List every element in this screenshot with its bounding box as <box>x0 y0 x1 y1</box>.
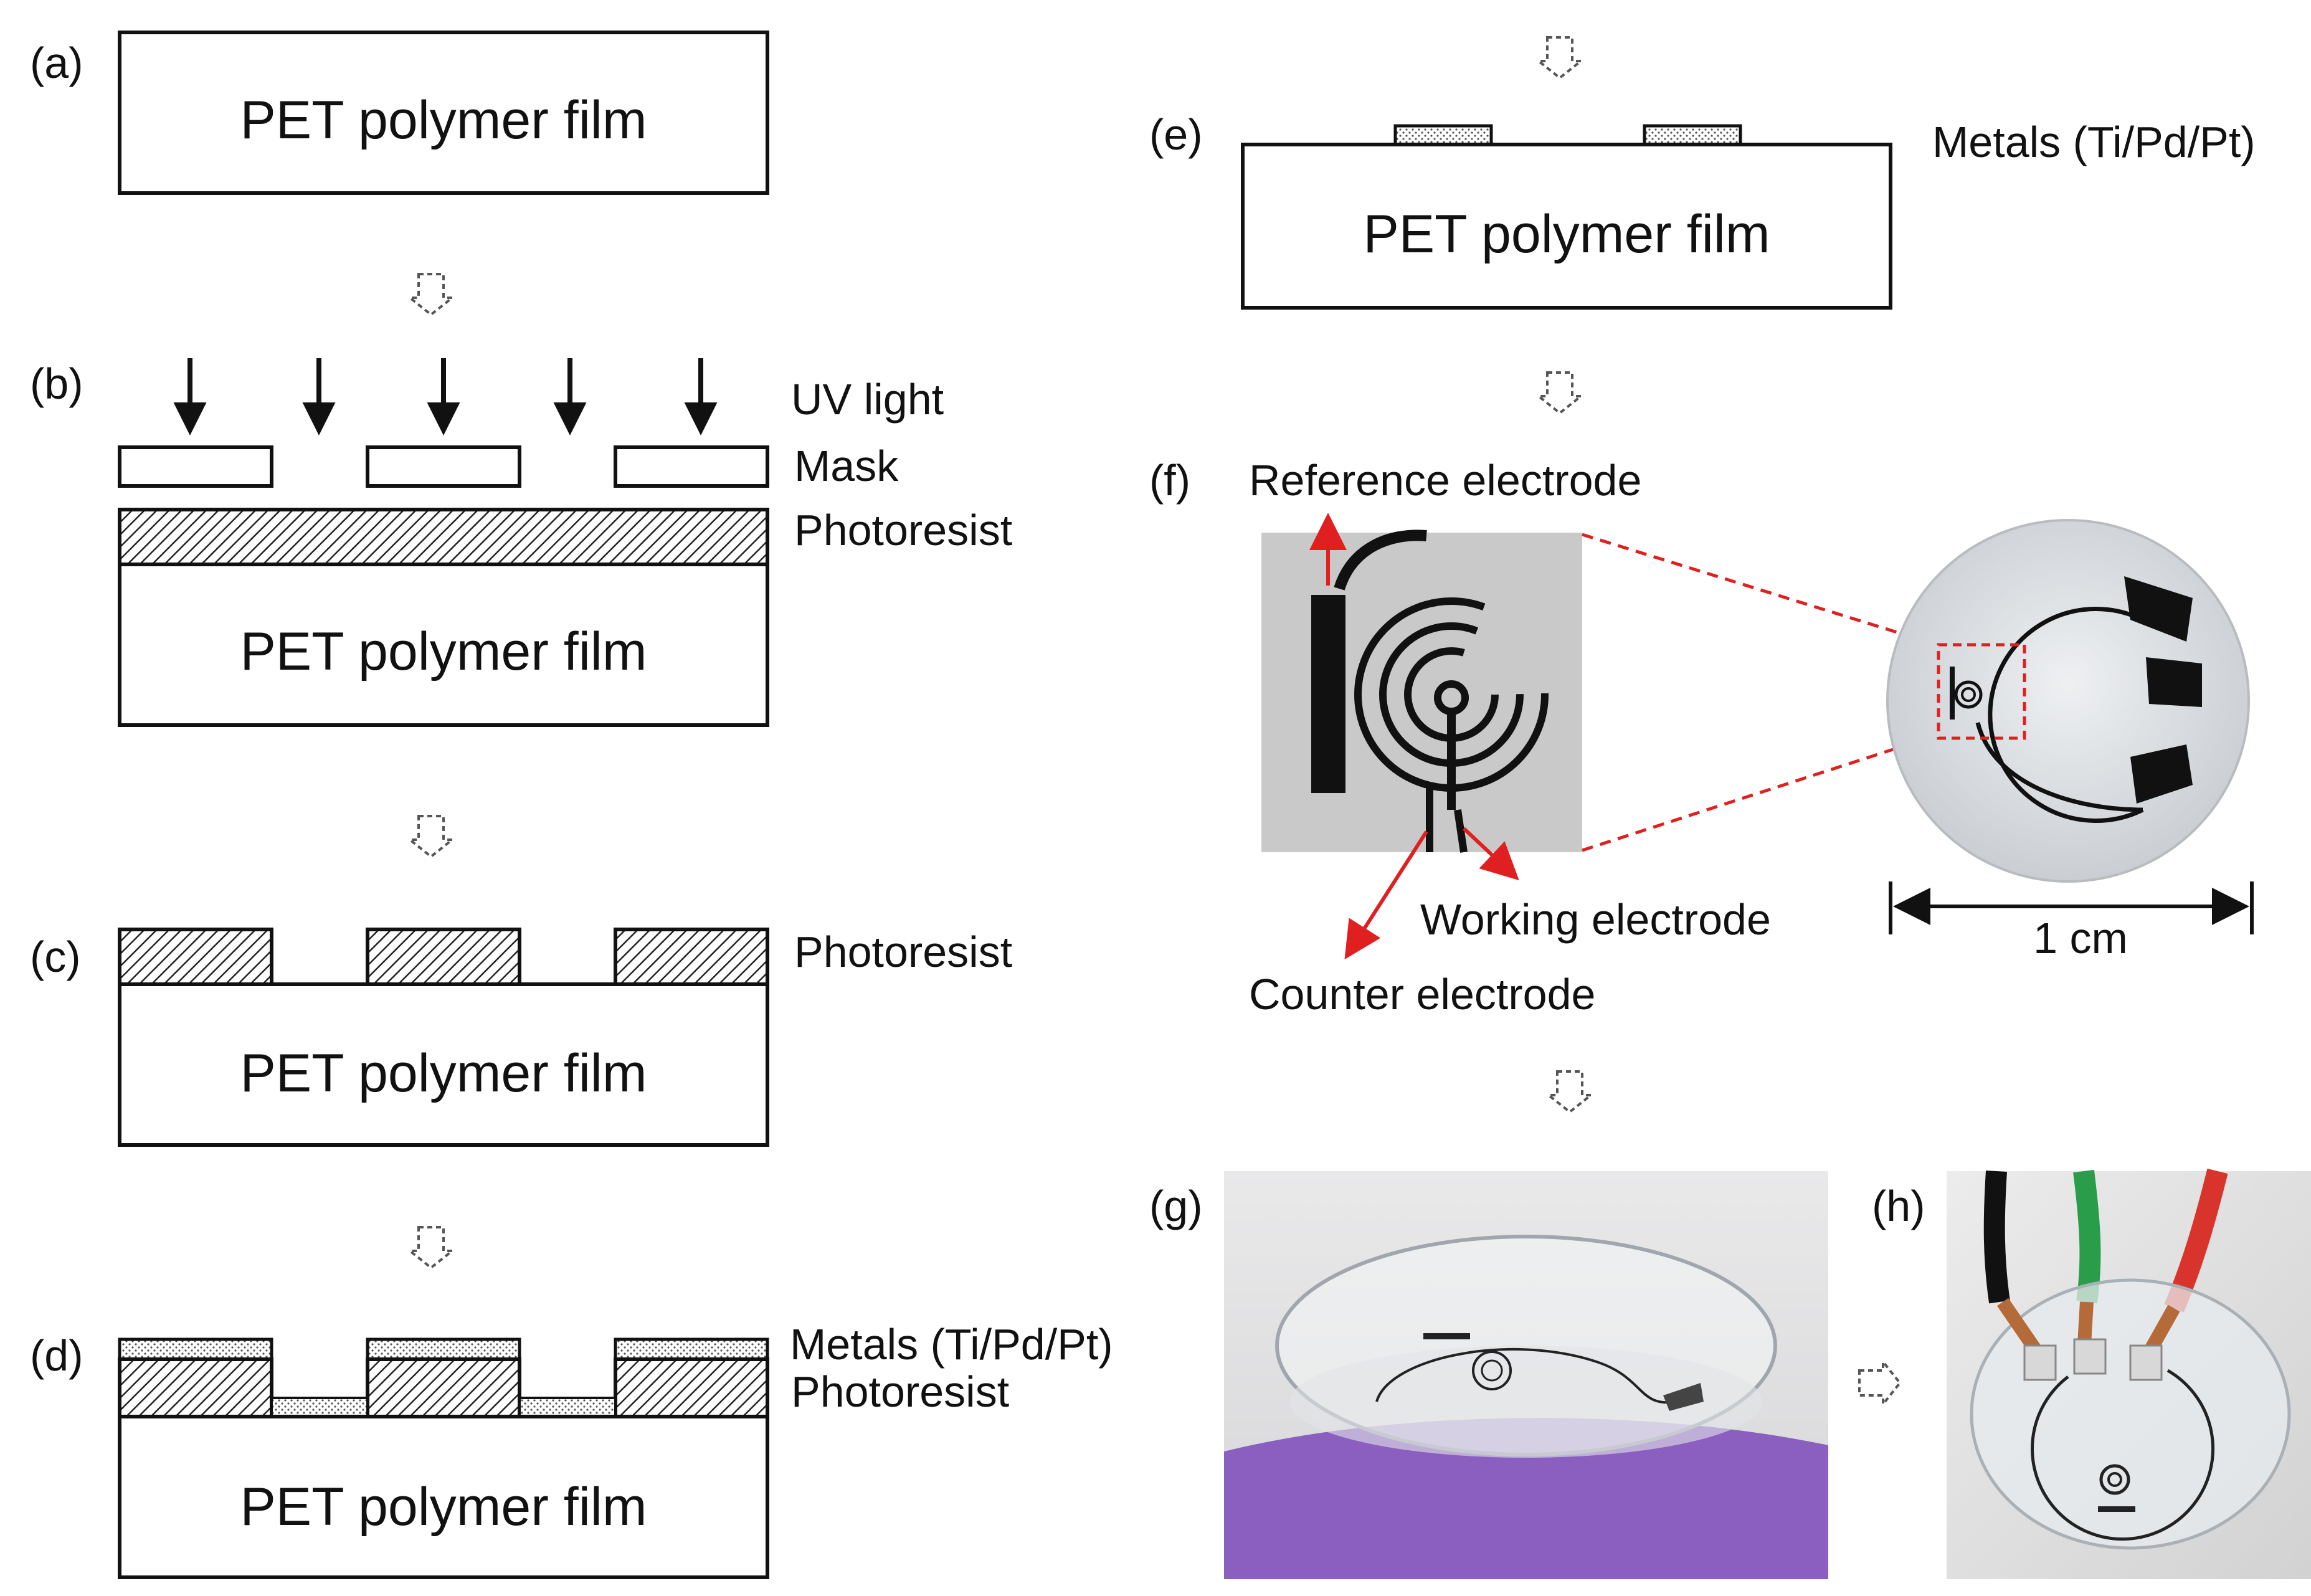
process-arrow-4 <box>1535 36 1585 80</box>
metals-label-e: Metals (Ti/Pd/Pt) <box>1932 118 2256 166</box>
pet-film-e-label: PET polymer film <box>1363 204 1770 264</box>
panel-a-label: (a) <box>30 39 83 87</box>
working-arrow <box>1462 827 1519 881</box>
panel-d-label: (d) <box>30 1331 83 1380</box>
counter-electrode-label: Counter electrode <box>1249 970 1595 1019</box>
photoresist-pattern-c <box>118 928 769 986</box>
photoresist-label-c: Photoresist <box>794 928 1012 976</box>
panel-c: (c) Photoresist PET polymer film <box>30 928 1012 1147</box>
panel-a: (a) PET polymer film <box>30 31 769 195</box>
panel-b: (b) UV light Mask Photoresist PET polyme… <box>30 358 1012 727</box>
uv-arrows <box>173 358 718 435</box>
pet-film-d <box>118 1415 769 1579</box>
pet-film-a-label: PET polymer film <box>240 90 647 150</box>
reference-electrode-label: Reference electrode <box>1249 456 1641 505</box>
panel-h-label: (h) <box>1872 1182 1925 1230</box>
panel-b-label: (b) <box>30 359 83 408</box>
process-arrow-1 <box>406 273 456 316</box>
panel-f: (f) Reference electrode Working electrod… <box>1149 456 2254 1019</box>
panel-c-label: (c) <box>30 933 81 981</box>
photoresist-layer-b <box>118 508 769 566</box>
panel-h: (h) <box>1872 1168 2311 1579</box>
panel-g: (g) <box>1149 1171 1828 1579</box>
panel-e-label: (e) <box>1149 110 1203 159</box>
pet-film-e <box>1241 143 1892 310</box>
panel-g-label: (g) <box>1149 1182 1203 1230</box>
working-electrode-label: Working electrode <box>1420 895 1771 944</box>
uv-light-label: UV light <box>791 375 944 424</box>
process-arrow-2 <box>406 815 456 858</box>
pet-film-b-label: PET polymer film <box>240 622 647 682</box>
pet-film-d-label: PET polymer film <box>240 1477 647 1537</box>
photoresist-label-d: Photoresist <box>791 1367 1009 1416</box>
panel-e: (e) PET polymer film Metals (Ti/Pd/Pt) <box>1149 110 2256 310</box>
metals-label-d: Metals (Ti/Pd/Pt) <box>790 1320 1113 1369</box>
process-arrow-3 <box>406 1226 456 1270</box>
photoresist-pattern-d <box>118 1357 769 1418</box>
metal-layer-top-d <box>118 1337 769 1361</box>
lens-sensor-photo <box>1886 519 2250 883</box>
zoom-line-top <box>1582 533 1938 647</box>
mask <box>118 445 769 488</box>
pet-film-b <box>118 563 769 727</box>
metal-pads-e <box>1393 124 1742 146</box>
zoom-line-bottom <box>1582 733 1938 852</box>
scale-bar-label: 1 cm <box>2033 914 2128 962</box>
panel-d: (d) Metals (Ti/Pd/Pt) Photoresist PET po… <box>30 1320 1113 1579</box>
scale-bar: 1 cm <box>1889 881 2254 962</box>
process-arrow-5 <box>1535 371 1585 415</box>
wired-sensor-photo <box>1947 1168 2311 1579</box>
process-arrow-7 <box>1858 1358 1902 1408</box>
metal-layer-gaps-d <box>270 1397 617 1418</box>
contact-lens-photo <box>1224 1171 1828 1579</box>
process-arrow-6 <box>1545 1070 1595 1114</box>
counter-arrow <box>1344 830 1428 960</box>
mask-label: Mask <box>794 442 899 490</box>
pet-film-c-label: PET polymer film <box>240 1043 647 1103</box>
panel-f-label: (f) <box>1149 456 1190 505</box>
electrode-zoom-photo <box>1261 530 1582 853</box>
photoresist-label-b: Photoresist <box>794 506 1012 554</box>
pet-film-c <box>118 982 769 1147</box>
pet-film-a <box>118 31 769 195</box>
